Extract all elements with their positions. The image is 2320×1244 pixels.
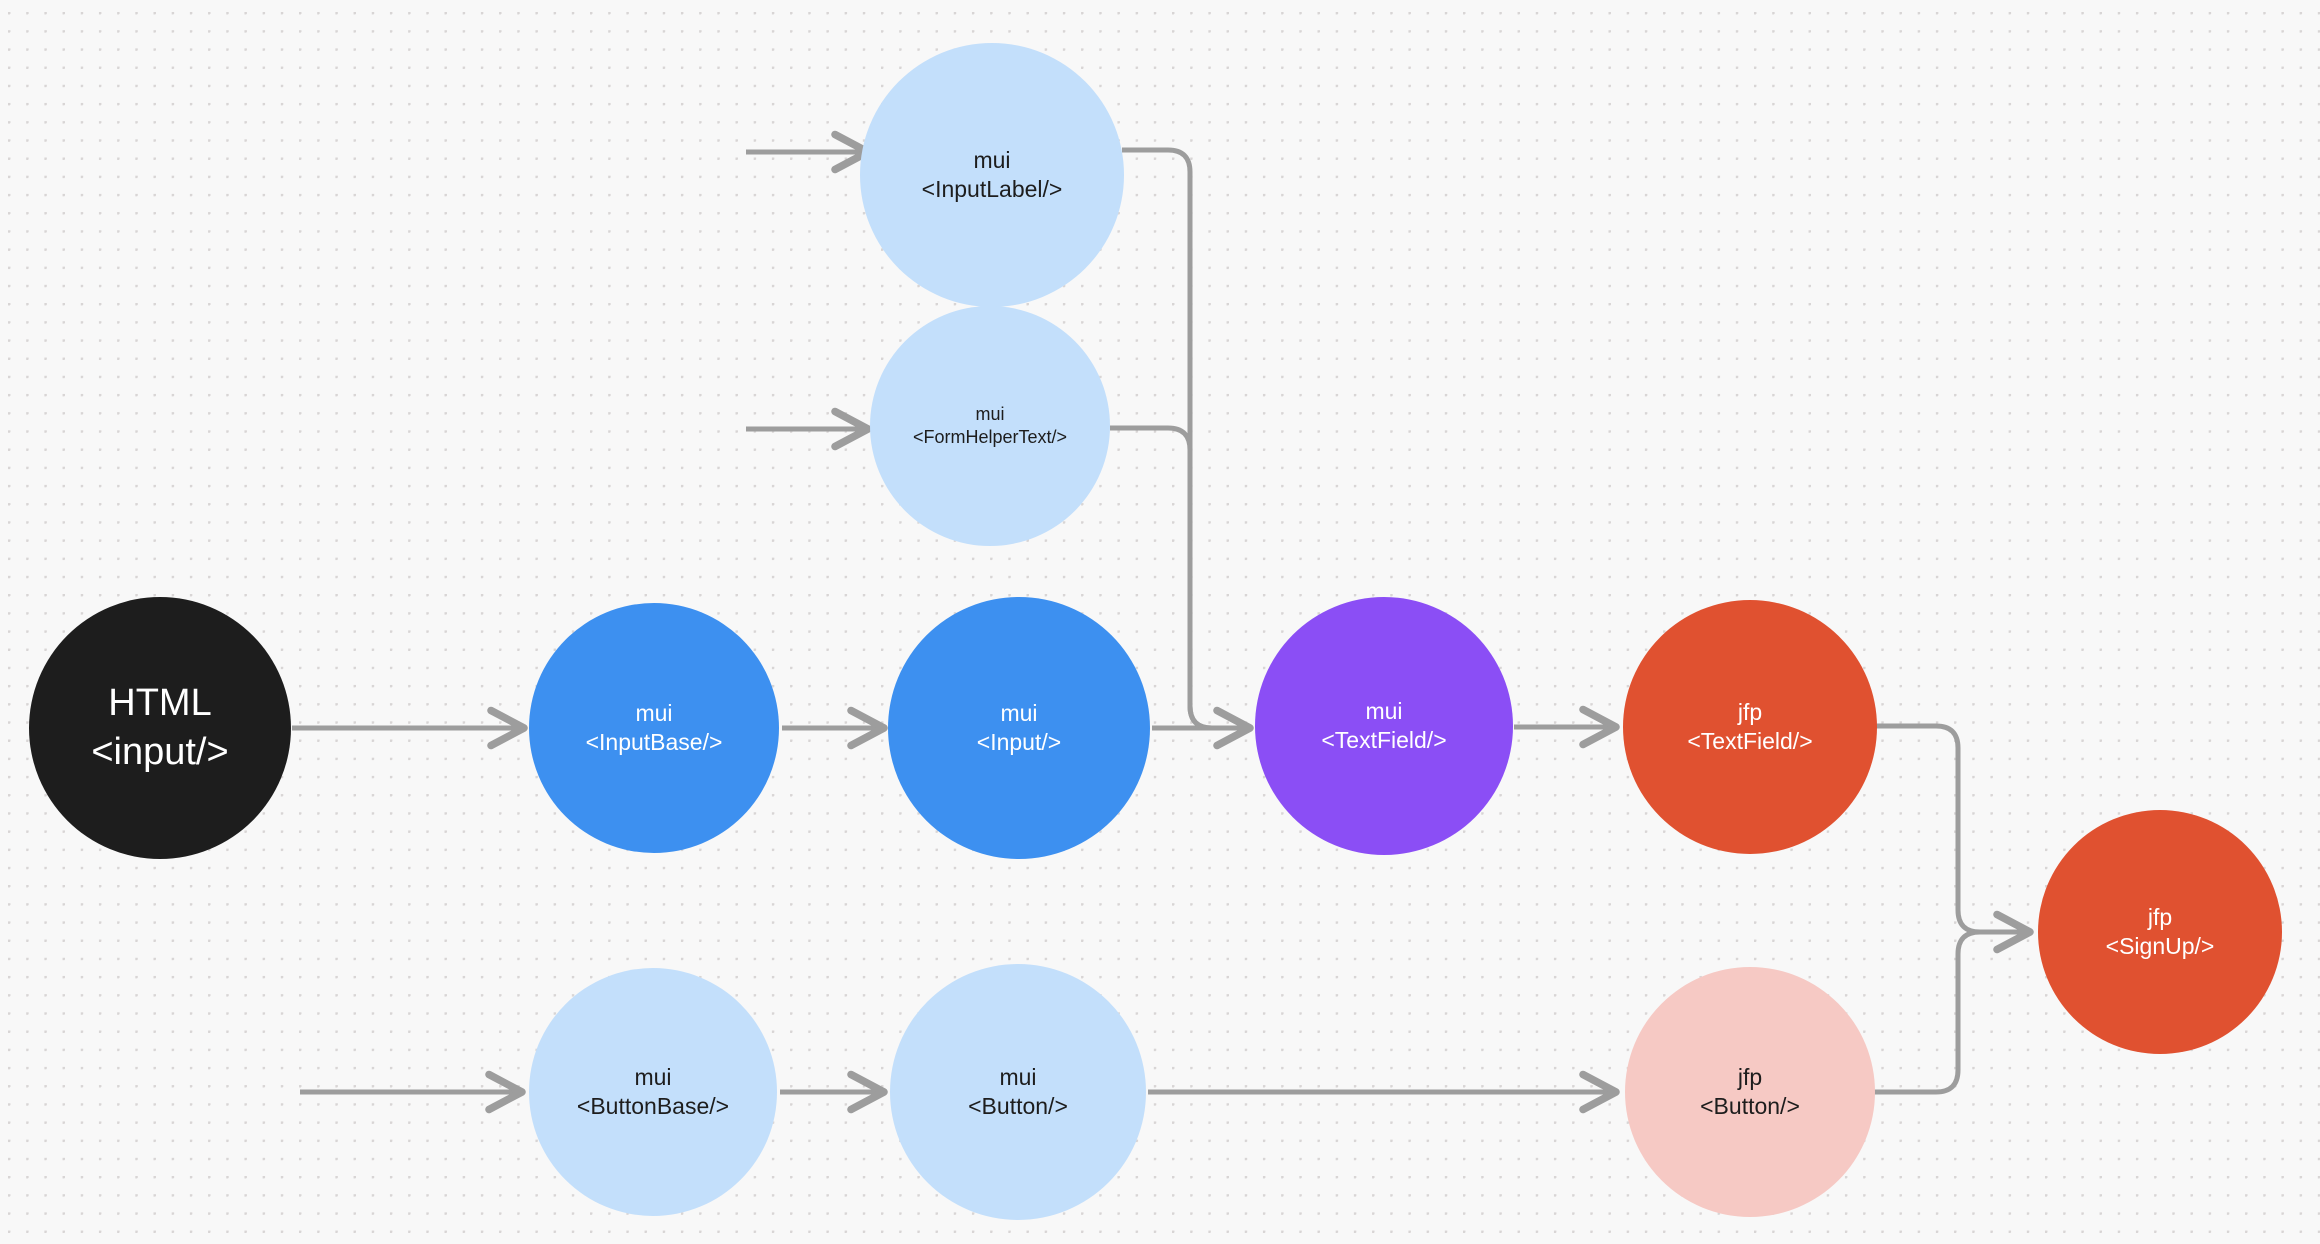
node-component-label: <InputBase/> [585, 729, 723, 755]
node-mui-inputbase[interactable]: mui <InputBase/> [529, 603, 779, 853]
node-library-label: mui [975, 403, 1005, 424]
node-mui-formhelpertext[interactable]: mui <FormHelperText/> [870, 306, 1110, 546]
node-mui-inputlabel[interactable]: mui <InputLabel/> [860, 43, 1124, 307]
node-component-label: <TextField/> [1321, 727, 1447, 753]
node-mui-button[interactable]: mui <Button/> [890, 964, 1146, 1220]
node-mui-textfield[interactable]: mui <TextField/> [1255, 597, 1513, 855]
node-component-label: <FormHelperText/> [912, 427, 1068, 447]
node-library-label: mui [973, 146, 1011, 173]
node-component-label: <ButtonBase/> [576, 1093, 730, 1119]
edge-inputlabel-to-textfield [1122, 147, 1248, 731]
node-component-label: <Button/> [1700, 1093, 1800, 1119]
node-component-label: <Input/> [976, 729, 1062, 755]
node-html-input[interactable]: HTML <input/> [29, 597, 291, 859]
node-library-label: HTML [108, 682, 212, 725]
node-library-label: mui [1365, 697, 1403, 724]
node-library-label: jfp [2147, 903, 2173, 930]
node-jfp-signup[interactable]: jfp <SignUp/> [2038, 810, 2282, 1054]
node-component-label: <input/> [91, 731, 229, 773]
node-library-label: mui [635, 699, 673, 726]
node-component-label: <InputLabel/> [921, 176, 1063, 202]
edge-jfp-button-to-signup [1872, 929, 2028, 1095]
node-jfp-button[interactable]: jfp <Button/> [1625, 967, 1875, 1217]
edge-jfp-textfield-to-signup [1876, 723, 2034, 954]
node-library-label: jfp [1737, 1063, 1763, 1090]
node-mui-buttonbase[interactable]: mui <ButtonBase/> [529, 968, 777, 1216]
node-component-label: <SignUp/> [2105, 933, 2215, 959]
node-library-label: mui [1000, 699, 1038, 726]
node-library-label: jfp [1737, 698, 1763, 725]
node-library-label: mui [999, 1063, 1037, 1090]
node-component-label: <Button/> [968, 1093, 1068, 1119]
node-mui-input[interactable]: mui <Input/> [888, 597, 1150, 859]
node-component-label: <TextField/> [1687, 728, 1813, 754]
node-jfp-textfield[interactable]: jfp <TextField/> [1623, 600, 1877, 854]
node-library-label: mui [634, 1063, 672, 1090]
